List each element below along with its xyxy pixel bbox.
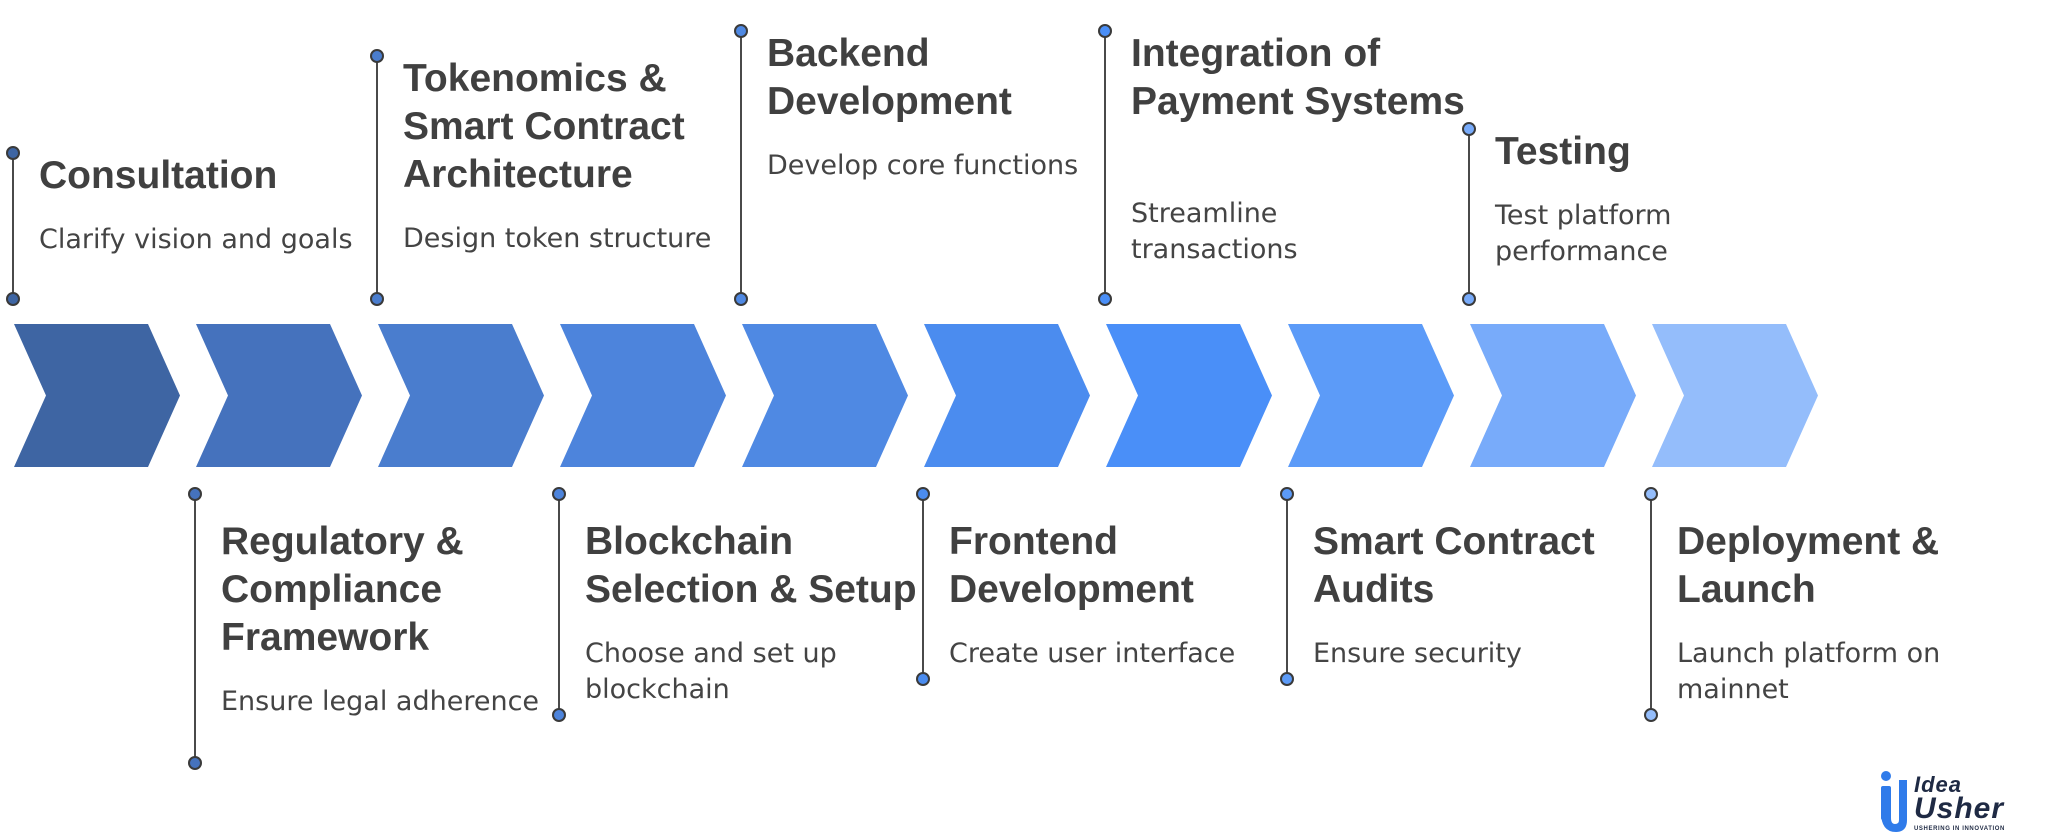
connector-dot: [916, 487, 930, 501]
chevron-3: [378, 324, 544, 467]
connector-dot: [1098, 24, 1112, 38]
step-title: Consultation: [39, 154, 278, 197]
connector-line: [922, 494, 924, 679]
connector-line: [1104, 31, 1106, 299]
step-description: Develop core functions: [767, 150, 1079, 181]
step-description: Design token structure: [403, 223, 712, 254]
logo-i-icon: [1881, 771, 1907, 832]
connector-line: [1468, 129, 1470, 299]
step-description: Streamline transactions: [1131, 198, 1298, 265]
connector-line: [12, 153, 14, 299]
connector-dot: [6, 292, 20, 306]
connector-dot: [734, 292, 748, 306]
connector-line: [194, 494, 196, 763]
logo: Idea Usher USHERING IN INNOVATION: [1876, 770, 2048, 839]
step-connector: [1280, 487, 1294, 686]
connector-dot: [916, 672, 930, 686]
chevron-8: [1288, 324, 1454, 467]
connector-dot: [188, 756, 202, 770]
step-title: Deployment & Launch: [1677, 520, 1940, 611]
step-title: Frontend Development: [949, 520, 1194, 611]
chevron-7: [1106, 324, 1272, 467]
step-connector: [6, 146, 20, 306]
chevron-2: [196, 324, 362, 467]
chevron-9: [1470, 324, 1636, 467]
connector-line: [1286, 494, 1288, 679]
connector-dot: [6, 146, 20, 160]
step-title: Testing: [1495, 130, 1631, 173]
connector-dot: [734, 24, 748, 38]
connector-dot: [1280, 672, 1294, 686]
connector-dot: [552, 487, 566, 501]
step-title: Blockchain Selection & Setup: [585, 520, 917, 611]
logo-tagline: USHERING IN INNOVATION: [1914, 826, 2005, 832]
step-title: Tokenomics & Smart Contract Architecture: [403, 57, 685, 196]
step-description: Ensure legal adherence: [221, 686, 540, 717]
chevron-6: [924, 324, 1090, 467]
connector-line: [1650, 494, 1652, 715]
logo-word-usher: Usher: [1914, 792, 2005, 825]
connector-line: [376, 56, 378, 299]
connector-dot: [1280, 487, 1294, 501]
logo-word-idea: Idea: [1914, 772, 1963, 797]
step-connector: [916, 487, 930, 686]
step-description: Choose and set up blockchain: [585, 638, 837, 705]
connector-dot: [552, 708, 566, 722]
connector-dot: [1644, 708, 1658, 722]
step-description: Create user interface: [949, 638, 1236, 669]
step-3: Tokenomics & Smart Contract Architecture…: [370, 0, 715, 839]
connector-dot: [1098, 292, 1112, 306]
step-connector: [1098, 24, 1112, 306]
step-description: Test platform performance: [1495, 200, 1672, 267]
step-connector: [1644, 487, 1658, 722]
step-title: Backend Development: [767, 32, 1012, 123]
connector-line: [558, 494, 560, 715]
connector-dot: [370, 49, 384, 63]
step-description: Launch platform on mainnet: [1677, 638, 1941, 705]
chevron-4: [560, 324, 726, 467]
step-connector: [552, 487, 566, 722]
connector-dot: [370, 292, 384, 306]
connector-dot: [1644, 487, 1658, 501]
step-connector: [734, 24, 748, 306]
connector-line: [740, 31, 742, 299]
chevron-1: [14, 324, 180, 467]
connector-dot: [1462, 122, 1476, 136]
step-connector: [188, 487, 202, 770]
step-description: Clarify vision and goals: [39, 224, 353, 255]
step-title: Integration of Payment Systems: [1131, 32, 1465, 123]
step-connector: [370, 49, 384, 306]
step-title: Regulatory & Compliance Framework: [221, 520, 464, 659]
step-connector: [1462, 122, 1476, 306]
connector-dot: [1462, 292, 1476, 306]
connector-dot: [188, 487, 202, 501]
chevron-5: [742, 324, 908, 467]
step-description: Ensure security: [1313, 638, 1522, 669]
chevron-10: [1652, 324, 1818, 467]
step-title: Smart Contract Audits: [1313, 520, 1595, 611]
